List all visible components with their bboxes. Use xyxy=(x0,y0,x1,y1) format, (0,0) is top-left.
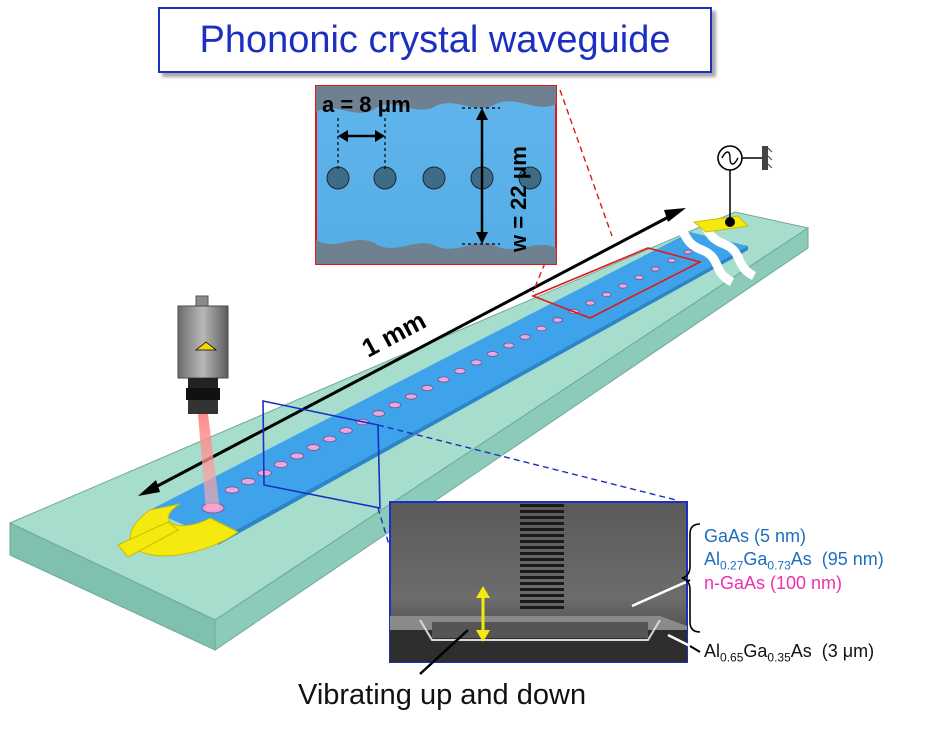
phononic-hole xyxy=(650,266,661,272)
phononic-hole xyxy=(536,325,547,332)
zoom-line-bottom-2 xyxy=(377,507,391,549)
phononic-holes xyxy=(224,249,693,494)
layer-label-gaas: GaAs (5 nm) xyxy=(704,526,807,546)
sem-stripe xyxy=(520,504,564,507)
sem-stripe xyxy=(520,540,564,543)
phononic-hole xyxy=(421,384,434,392)
zoom-line-top-2 xyxy=(532,262,546,293)
phononic-hole xyxy=(339,427,353,434)
diagram-title: Phononic crystal waveguide xyxy=(158,7,712,73)
layer-label-algaas: Al0.27Ga0.73As (95 nm) xyxy=(704,549,884,573)
phononic-hole xyxy=(519,334,531,340)
phononic-hole xyxy=(585,300,596,306)
phononic-hole xyxy=(306,444,321,451)
phononic-hole xyxy=(241,477,256,486)
phononic-hole xyxy=(437,376,450,383)
sem-stripe xyxy=(520,510,564,513)
sem-stripe xyxy=(520,606,564,609)
phononic-hole xyxy=(667,258,677,263)
laser-camera-icon xyxy=(177,295,229,510)
length-arrow xyxy=(138,208,686,496)
phononic-hole xyxy=(470,359,483,366)
width-label: w = 22 μm xyxy=(506,146,531,253)
sem-stripe xyxy=(520,546,564,549)
phononic-hole xyxy=(618,283,628,289)
phononic-hole xyxy=(322,435,337,443)
ground-icon xyxy=(762,146,773,170)
phononic-hole xyxy=(224,486,240,494)
phononic-hole xyxy=(503,342,515,349)
ac-source-icon xyxy=(717,145,764,227)
phononic-hole xyxy=(552,317,563,323)
sem-stripe xyxy=(520,552,564,555)
layer-label-ngaas: n-GaAs (100 nm) xyxy=(704,573,843,593)
waveguide-strip xyxy=(150,232,748,545)
zoom-line-bottom-1 xyxy=(377,424,677,501)
pointer-substrate xyxy=(689,645,701,653)
sem-stripe xyxy=(520,570,564,573)
sem-stripe xyxy=(520,528,564,531)
phononic-hole xyxy=(273,460,288,468)
phononic-hole xyxy=(454,367,466,374)
sem-stripe xyxy=(520,594,564,597)
phononic-hole xyxy=(601,291,612,298)
sem-stripe xyxy=(520,534,564,537)
sem-stripe xyxy=(520,582,564,585)
zoom-region-bottom xyxy=(262,400,381,509)
sem-stripe xyxy=(520,576,564,579)
phononic-hole xyxy=(372,410,386,417)
inset-cross-section xyxy=(389,501,691,675)
zoom-line-top-1 xyxy=(559,89,613,237)
sem-stripe xyxy=(520,522,564,525)
layer-brace xyxy=(681,523,701,633)
period-label: a = 8 μm xyxy=(322,92,411,117)
zoom-region-top xyxy=(530,247,703,319)
phononic-hole xyxy=(388,401,402,409)
inset-top-view xyxy=(315,85,557,265)
substrate-label: Al0.65Ga0.35As (3 μm) xyxy=(704,641,875,665)
phononic-hole xyxy=(683,249,693,255)
phononic-hole xyxy=(290,452,305,460)
sem-stripe xyxy=(520,558,564,561)
sem-stripe xyxy=(520,588,564,591)
phononic-hole xyxy=(486,351,499,357)
caption-vibrating: Vibrating up and down xyxy=(298,679,587,711)
sem-stripe xyxy=(520,516,564,519)
sem-stripe xyxy=(520,564,564,567)
phononic-hole xyxy=(404,393,418,400)
phononic-hole xyxy=(634,274,644,280)
sem-stripe xyxy=(520,600,564,603)
